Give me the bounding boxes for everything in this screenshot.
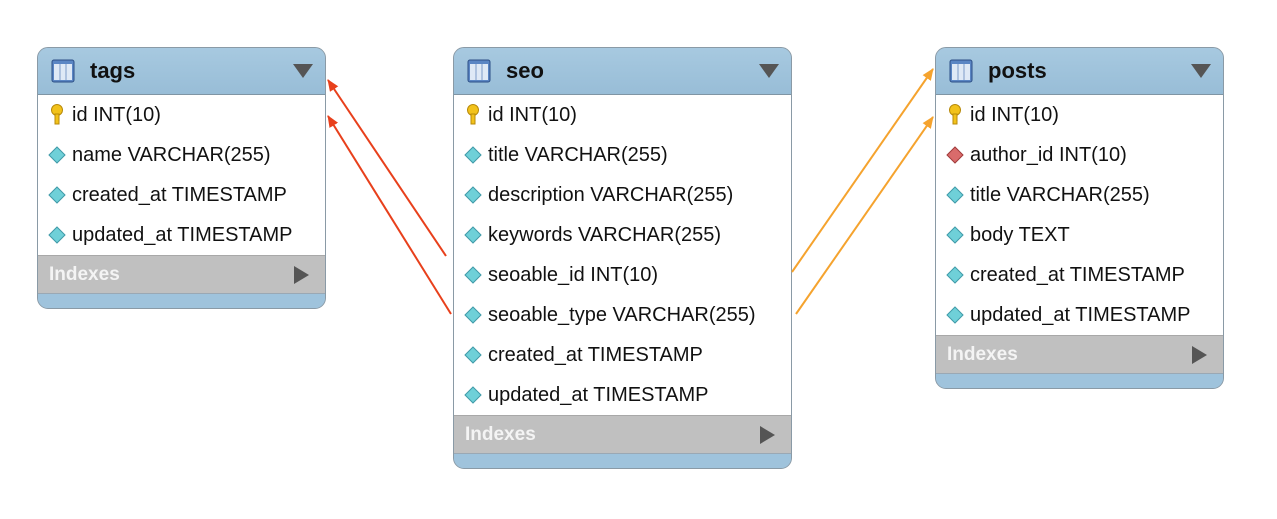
column-row[interactable]: seoable_id INT(10): [454, 255, 791, 295]
table-posts[interactable]: posts id INT(10) author_id INT(10) title…: [935, 47, 1224, 389]
foreign-key-diamond-icon: [944, 144, 966, 166]
column-list: id INT(10) title VARCHAR(255) descriptio…: [454, 95, 791, 415]
collapse-triangle-icon[interactable]: [1191, 64, 1211, 78]
table-footer: [454, 454, 791, 468]
primary-key-icon: [46, 104, 68, 126]
column-label: id INT(10): [488, 103, 577, 126]
column-label: created_at TIMESTAMP: [970, 263, 1185, 286]
column-diamond-icon: [944, 184, 966, 206]
indexes-section[interactable]: Indexes: [38, 255, 325, 294]
indexes-label: Indexes: [947, 343, 1018, 365]
column-row[interactable]: updated_at TIMESTAMP: [38, 215, 325, 255]
column-label: description VARCHAR(255): [488, 183, 734, 206]
column-label: title VARCHAR(255): [970, 183, 1150, 206]
table-name: tags: [90, 58, 136, 83]
column-row[interactable]: id INT(10): [936, 95, 1223, 135]
column-row[interactable]: description VARCHAR(255): [454, 175, 791, 215]
column-diamond-icon: [944, 264, 966, 286]
column-row[interactable]: name VARCHAR(255): [38, 135, 325, 175]
relationship-line-seo-posts[interactable]: [791, 68, 934, 273]
column-row[interactable]: updated_at TIMESTAMP: [454, 375, 791, 415]
table-header[interactable]: posts: [936, 48, 1223, 95]
table-footer: [38, 294, 325, 308]
column-label: title VARCHAR(255): [488, 143, 668, 166]
column-label: updated_at TIMESTAMP: [488, 383, 709, 406]
column-label: id INT(10): [72, 103, 161, 126]
column-diamond-icon: [462, 224, 484, 246]
indexes-label: Indexes: [49, 263, 120, 285]
column-label: keywords VARCHAR(255): [488, 223, 722, 246]
primary-key-icon: [944, 104, 966, 126]
table-seo[interactable]: seo id INT(10) title VARCHAR(255) descri…: [453, 47, 792, 469]
column-diamond-icon: [944, 224, 966, 246]
column-row[interactable]: title VARCHAR(255): [454, 135, 791, 175]
expand-triangle-icon[interactable]: [1192, 346, 1207, 364]
relationship-line-seo-tags[interactable]: [327, 79, 447, 257]
column-row[interactable]: created_at TIMESTAMP: [936, 255, 1223, 295]
column-diamond-icon: [46, 184, 68, 206]
column-label: updated_at TIMESTAMP: [970, 303, 1191, 326]
column-label: updated_at TIMESTAMP: [72, 223, 293, 246]
column-label: id INT(10): [970, 103, 1059, 126]
column-label: body TEXT: [970, 223, 1070, 246]
column-row[interactable]: created_at TIMESTAMP: [38, 175, 325, 215]
indexes-section[interactable]: Indexes: [454, 415, 791, 454]
table-name: posts: [988, 58, 1047, 83]
table-footer: [936, 374, 1223, 388]
column-row[interactable]: keywords VARCHAR(255): [454, 215, 791, 255]
primary-key-icon: [462, 104, 484, 126]
column-diamond-icon: [462, 184, 484, 206]
column-row[interactable]: seoable_type VARCHAR(255): [454, 295, 791, 335]
table-header[interactable]: seo: [454, 48, 791, 95]
collapse-triangle-icon[interactable]: [293, 64, 313, 78]
relationship-line-seo-posts[interactable]: [795, 116, 934, 315]
table-header[interactable]: tags: [38, 48, 325, 95]
column-label: created_at TIMESTAMP: [72, 183, 287, 206]
column-row[interactable]: created_at TIMESTAMP: [454, 335, 791, 375]
column-label: seoable_type VARCHAR(255): [488, 303, 756, 326]
column-row[interactable]: title VARCHAR(255): [936, 175, 1223, 215]
column-diamond-icon: [462, 144, 484, 166]
column-list: id INT(10) name VARCHAR(255) created_at …: [38, 95, 325, 255]
table-icon: [51, 59, 75, 83]
indexes-section[interactable]: Indexes: [936, 335, 1223, 374]
column-diamond-icon: [462, 264, 484, 286]
column-diamond-icon: [462, 304, 484, 326]
column-diamond-icon: [462, 384, 484, 406]
collapse-triangle-icon[interactable]: [759, 64, 779, 78]
column-label: created_at TIMESTAMP: [488, 343, 703, 366]
relationship-line-seo-tags[interactable]: [327, 115, 452, 315]
table-icon: [949, 59, 973, 83]
column-row[interactable]: id INT(10): [38, 95, 325, 135]
column-label: seoable_id INT(10): [488, 263, 659, 286]
column-row[interactable]: id INT(10): [454, 95, 791, 135]
column-diamond-icon: [46, 224, 68, 246]
expand-triangle-icon[interactable]: [760, 426, 775, 444]
column-row[interactable]: body TEXT: [936, 215, 1223, 255]
table-tags[interactable]: tags id INT(10) name VARCHAR(255) create…: [37, 47, 326, 309]
column-diamond-icon: [46, 144, 68, 166]
table-name: seo: [506, 58, 544, 83]
column-label: author_id INT(10): [970, 143, 1127, 166]
column-label: name VARCHAR(255): [72, 143, 271, 166]
column-row[interactable]: updated_at TIMESTAMP: [936, 295, 1223, 335]
indexes-label: Indexes: [465, 423, 536, 445]
column-list: id INT(10) author_id INT(10) title VARCH…: [936, 95, 1223, 335]
table-icon: [467, 59, 491, 83]
column-row[interactable]: author_id INT(10): [936, 135, 1223, 175]
column-diamond-icon: [944, 304, 966, 326]
column-diamond-icon: [462, 344, 484, 366]
expand-triangle-icon[interactable]: [294, 266, 309, 284]
